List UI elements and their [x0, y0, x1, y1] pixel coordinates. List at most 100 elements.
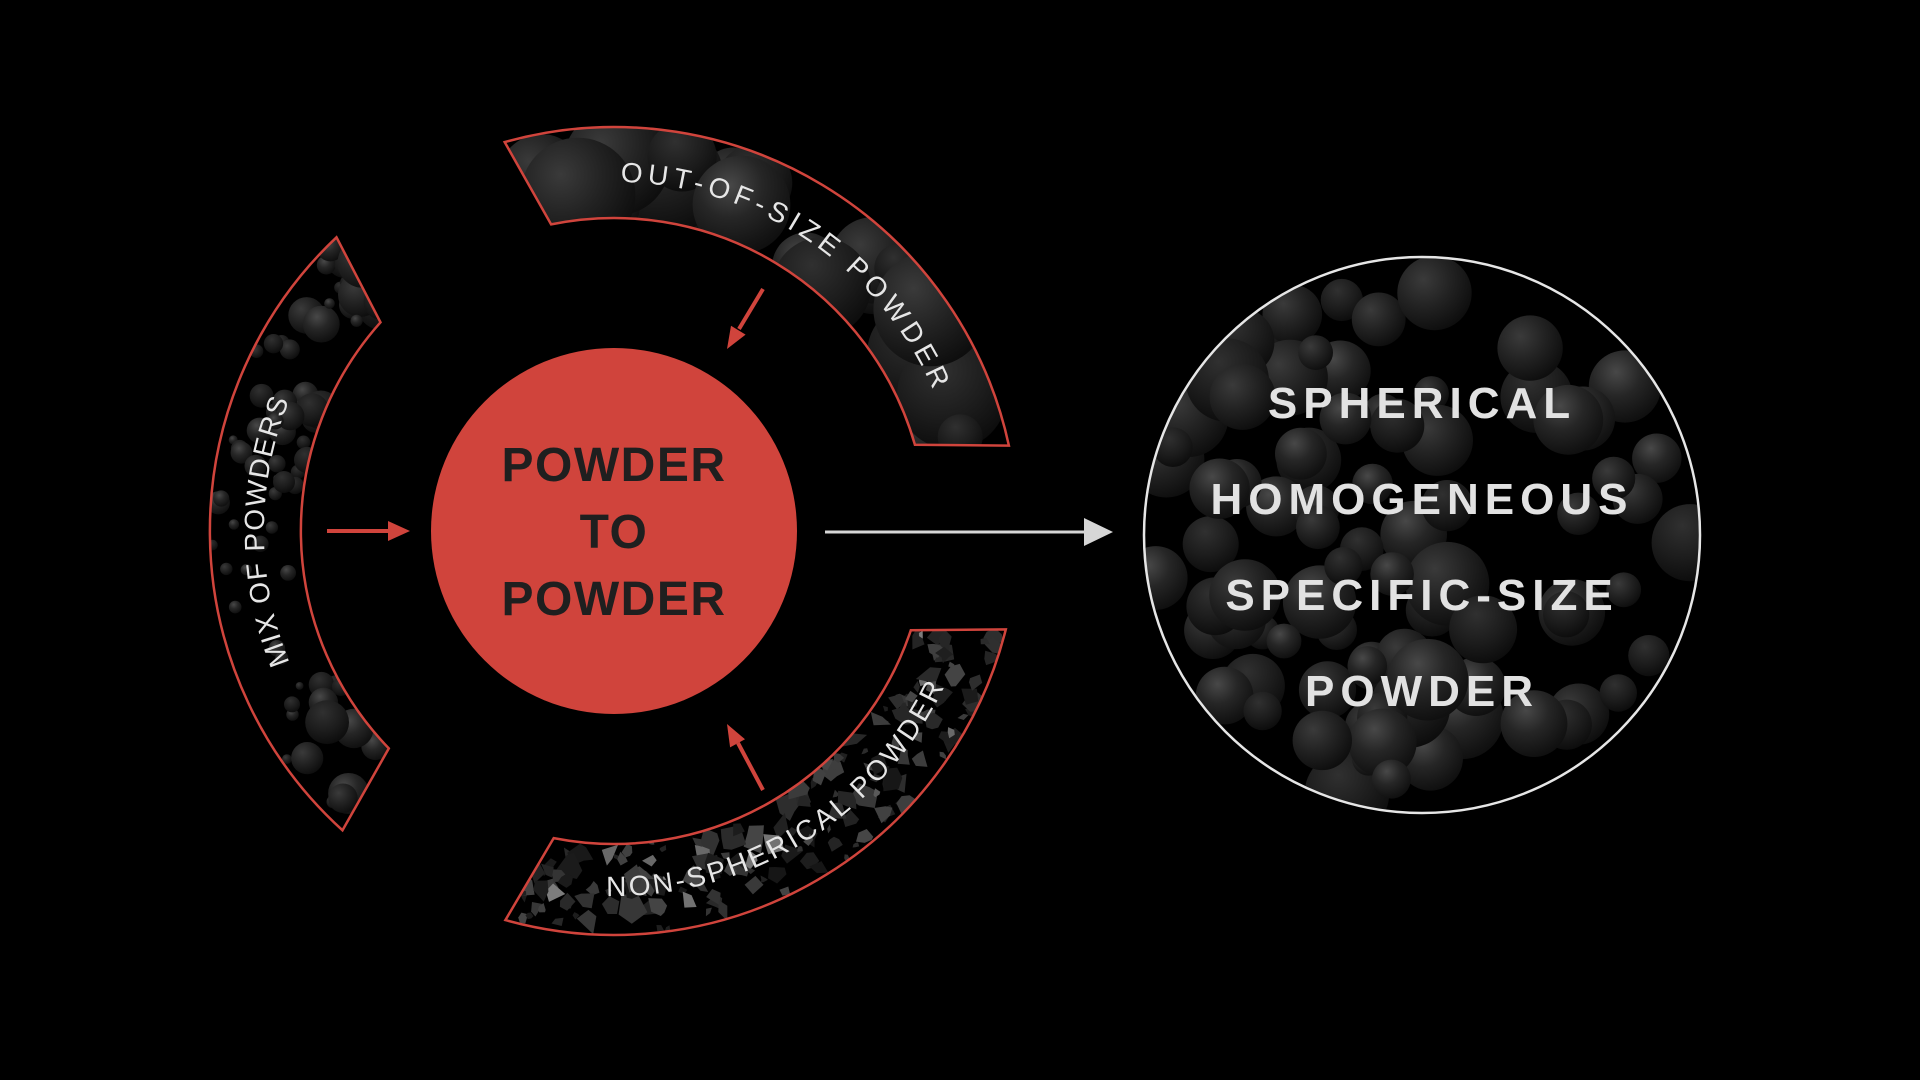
powder-particle: [747, 868, 756, 875]
powder-particle: [1351, 292, 1406, 347]
powder-particle: [888, 694, 905, 710]
powder-particle: [1533, 384, 1604, 455]
powder-particle: [961, 688, 979, 705]
center-label-line-3: POWDER: [502, 573, 727, 626]
arrow-shaft: [736, 742, 765, 791]
arrow-head: [727, 724, 745, 748]
powder-particle: [1243, 691, 1282, 731]
powder-particle: [706, 889, 721, 906]
powder-particle: [768, 867, 787, 884]
powder-particle: [240, 564, 252, 576]
powder-particle: [911, 750, 928, 767]
powder-particle: [827, 824, 831, 834]
powder-particle: [947, 727, 955, 739]
powder-particle: [1543, 591, 1590, 638]
powder-particle: [727, 851, 746, 871]
powder-particle: [1189, 458, 1250, 519]
powder-particle: [302, 305, 340, 343]
powder-particle: [809, 861, 829, 874]
powder-particle: [1557, 492, 1600, 535]
powder-particle: [282, 754, 292, 764]
powder-particle: [969, 674, 983, 691]
powder-particle: [842, 810, 860, 827]
powder-particle: [913, 732, 923, 743]
output-node-circle: [1142, 255, 1702, 815]
powder-particle: [350, 314, 363, 327]
powder-particle: [520, 893, 528, 903]
output-label-line-1: SPHERICAL: [1268, 379, 1576, 428]
powder-particle: [228, 600, 242, 614]
powder-particle: [209, 539, 218, 551]
output-powder-texture: [1145, 258, 1699, 812]
powder-particle: [763, 834, 785, 855]
powder-particle: [291, 742, 324, 775]
powder-particle: [743, 825, 764, 854]
powder-particle: [883, 767, 903, 792]
powder-particle: [328, 783, 358, 813]
powder-particle: [980, 637, 990, 645]
powder-particle: [944, 663, 966, 687]
powder-particle: [705, 907, 712, 917]
center-label-line-2: TO: [580, 506, 649, 559]
powder-particle: [849, 783, 878, 808]
powder-particle: [1497, 315, 1563, 381]
powder-particle: [559, 892, 576, 911]
powder-particle: [572, 912, 580, 920]
powder-particle: [779, 886, 791, 896]
non-spherical-powder-texture: [514, 629, 1004, 935]
powder-particle: [540, 863, 554, 878]
powder-particle: [957, 713, 969, 720]
center-label-line-1: POWDER: [502, 439, 727, 492]
input-arc-out-of-size-powder: [502, 125, 1011, 447]
output-label-line-2: HOMOGENEOUS: [1211, 475, 1634, 524]
powder-particle: [856, 829, 874, 843]
powder-particle: [518, 912, 528, 924]
powder-particle: [938, 630, 952, 652]
powder-particle: [659, 845, 667, 853]
powder-particle: [252, 535, 269, 552]
powder-particle: [220, 562, 233, 576]
powder-particle: [1421, 480, 1473, 532]
output-arrow-icon: [825, 518, 1113, 546]
powder-particle: [1182, 516, 1239, 573]
output-label-line-4: POWDER: [1305, 667, 1539, 716]
powder-particle: [837, 790, 857, 810]
powder-particle: [833, 753, 845, 763]
powder-particle: [718, 900, 728, 921]
powder-particle: [1145, 546, 1188, 610]
powder-particle: [648, 898, 668, 916]
input-arc-non-spherical-powder: [503, 628, 1008, 937]
powder-particle: [874, 715, 889, 725]
powder-particle: [925, 681, 937, 694]
powder-particle: [1266, 623, 1302, 659]
powder-particle: [1352, 463, 1393, 505]
powder-particle: [305, 700, 349, 745]
powder-particle: [773, 813, 789, 840]
powder-particle: [585, 881, 600, 896]
powder-particle: [1371, 759, 1411, 799]
powder-particle: [601, 844, 619, 866]
powder-particle: [624, 864, 642, 893]
powder-particle: [760, 875, 768, 883]
powder-particle: [1592, 456, 1636, 500]
powder-particle: [1209, 364, 1276, 430]
powder-particle: [932, 684, 953, 708]
out-of-size-powder-texture: [504, 127, 1007, 446]
powder-particle: [275, 651, 289, 665]
powder-particle: [797, 793, 811, 807]
powder-particle: [870, 752, 887, 775]
powder-particle: [324, 298, 335, 309]
powder-particle: [605, 888, 612, 896]
powder-particle: [228, 519, 240, 530]
powder-particle: [827, 801, 847, 819]
powder-particle: [897, 339, 1007, 446]
powder-particle: [915, 667, 942, 684]
powder-particle: [720, 852, 730, 860]
powder-particle: [574, 893, 595, 909]
powder-particle: [647, 127, 717, 192]
powder-particle: [1413, 376, 1449, 412]
powder-particle: [1632, 433, 1682, 483]
powder-particle: [1449, 595, 1518, 664]
powder-particle: [1298, 661, 1357, 719]
